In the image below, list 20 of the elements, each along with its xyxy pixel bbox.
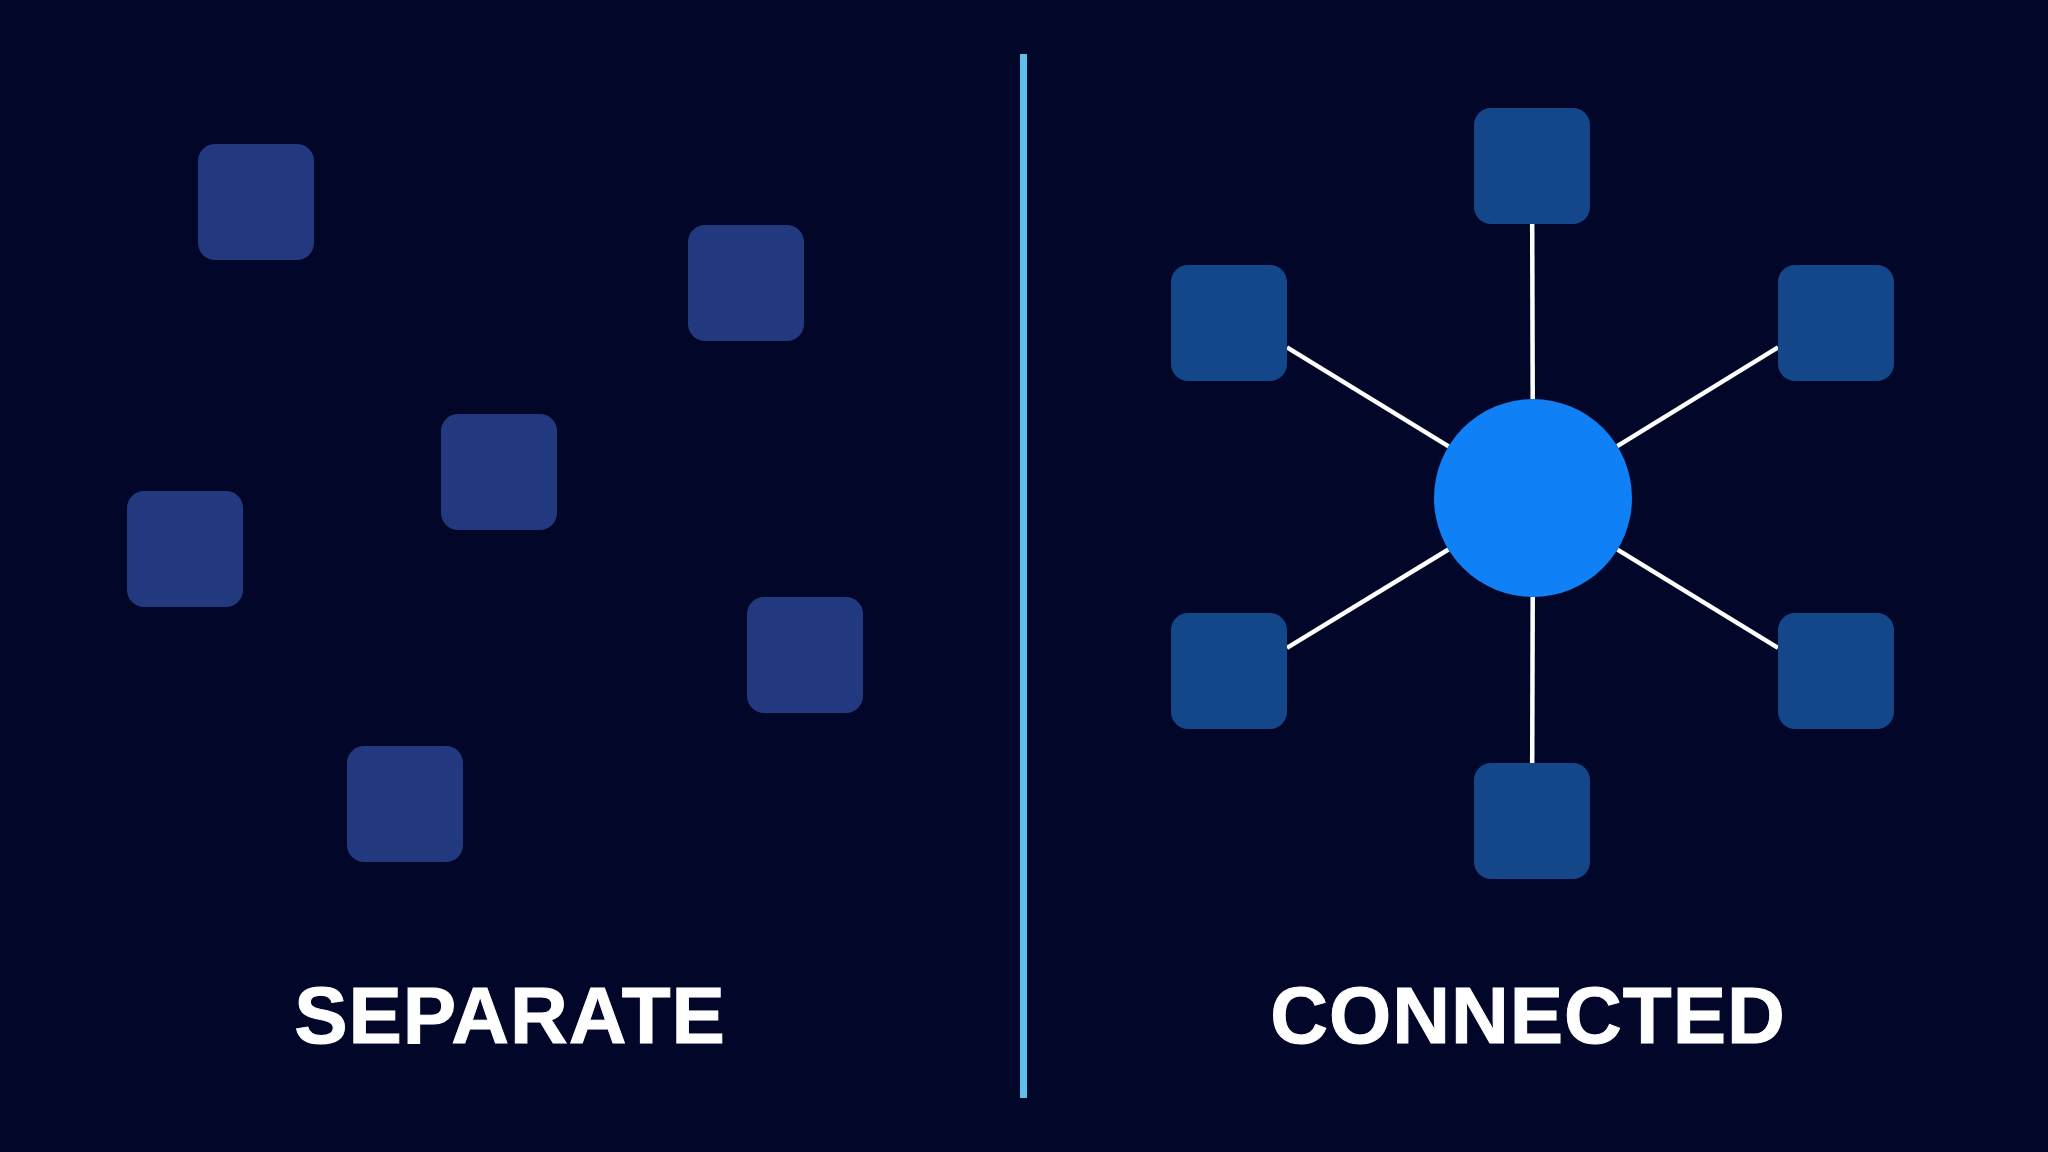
connector-line (1529, 224, 1535, 399)
square-node (747, 597, 863, 713)
connector-line (1285, 547, 1450, 650)
square-node (688, 225, 804, 341)
connector-line (1616, 345, 1780, 448)
square-node (441, 414, 557, 530)
square-node (1474, 763, 1590, 879)
square-node (1778, 265, 1894, 381)
connector-line (1529, 597, 1535, 763)
square-node (1778, 613, 1894, 729)
square-node (1474, 108, 1590, 224)
section-label: CONNECTED (1270, 976, 1786, 1056)
connector-line (1285, 345, 1450, 449)
square-node (347, 746, 463, 862)
section-label: SEPARATE (294, 976, 726, 1056)
square-node (1171, 265, 1287, 381)
square-node (127, 491, 243, 607)
square-node (1171, 613, 1287, 729)
connector-line (1616, 547, 1780, 650)
square-node (198, 144, 314, 260)
